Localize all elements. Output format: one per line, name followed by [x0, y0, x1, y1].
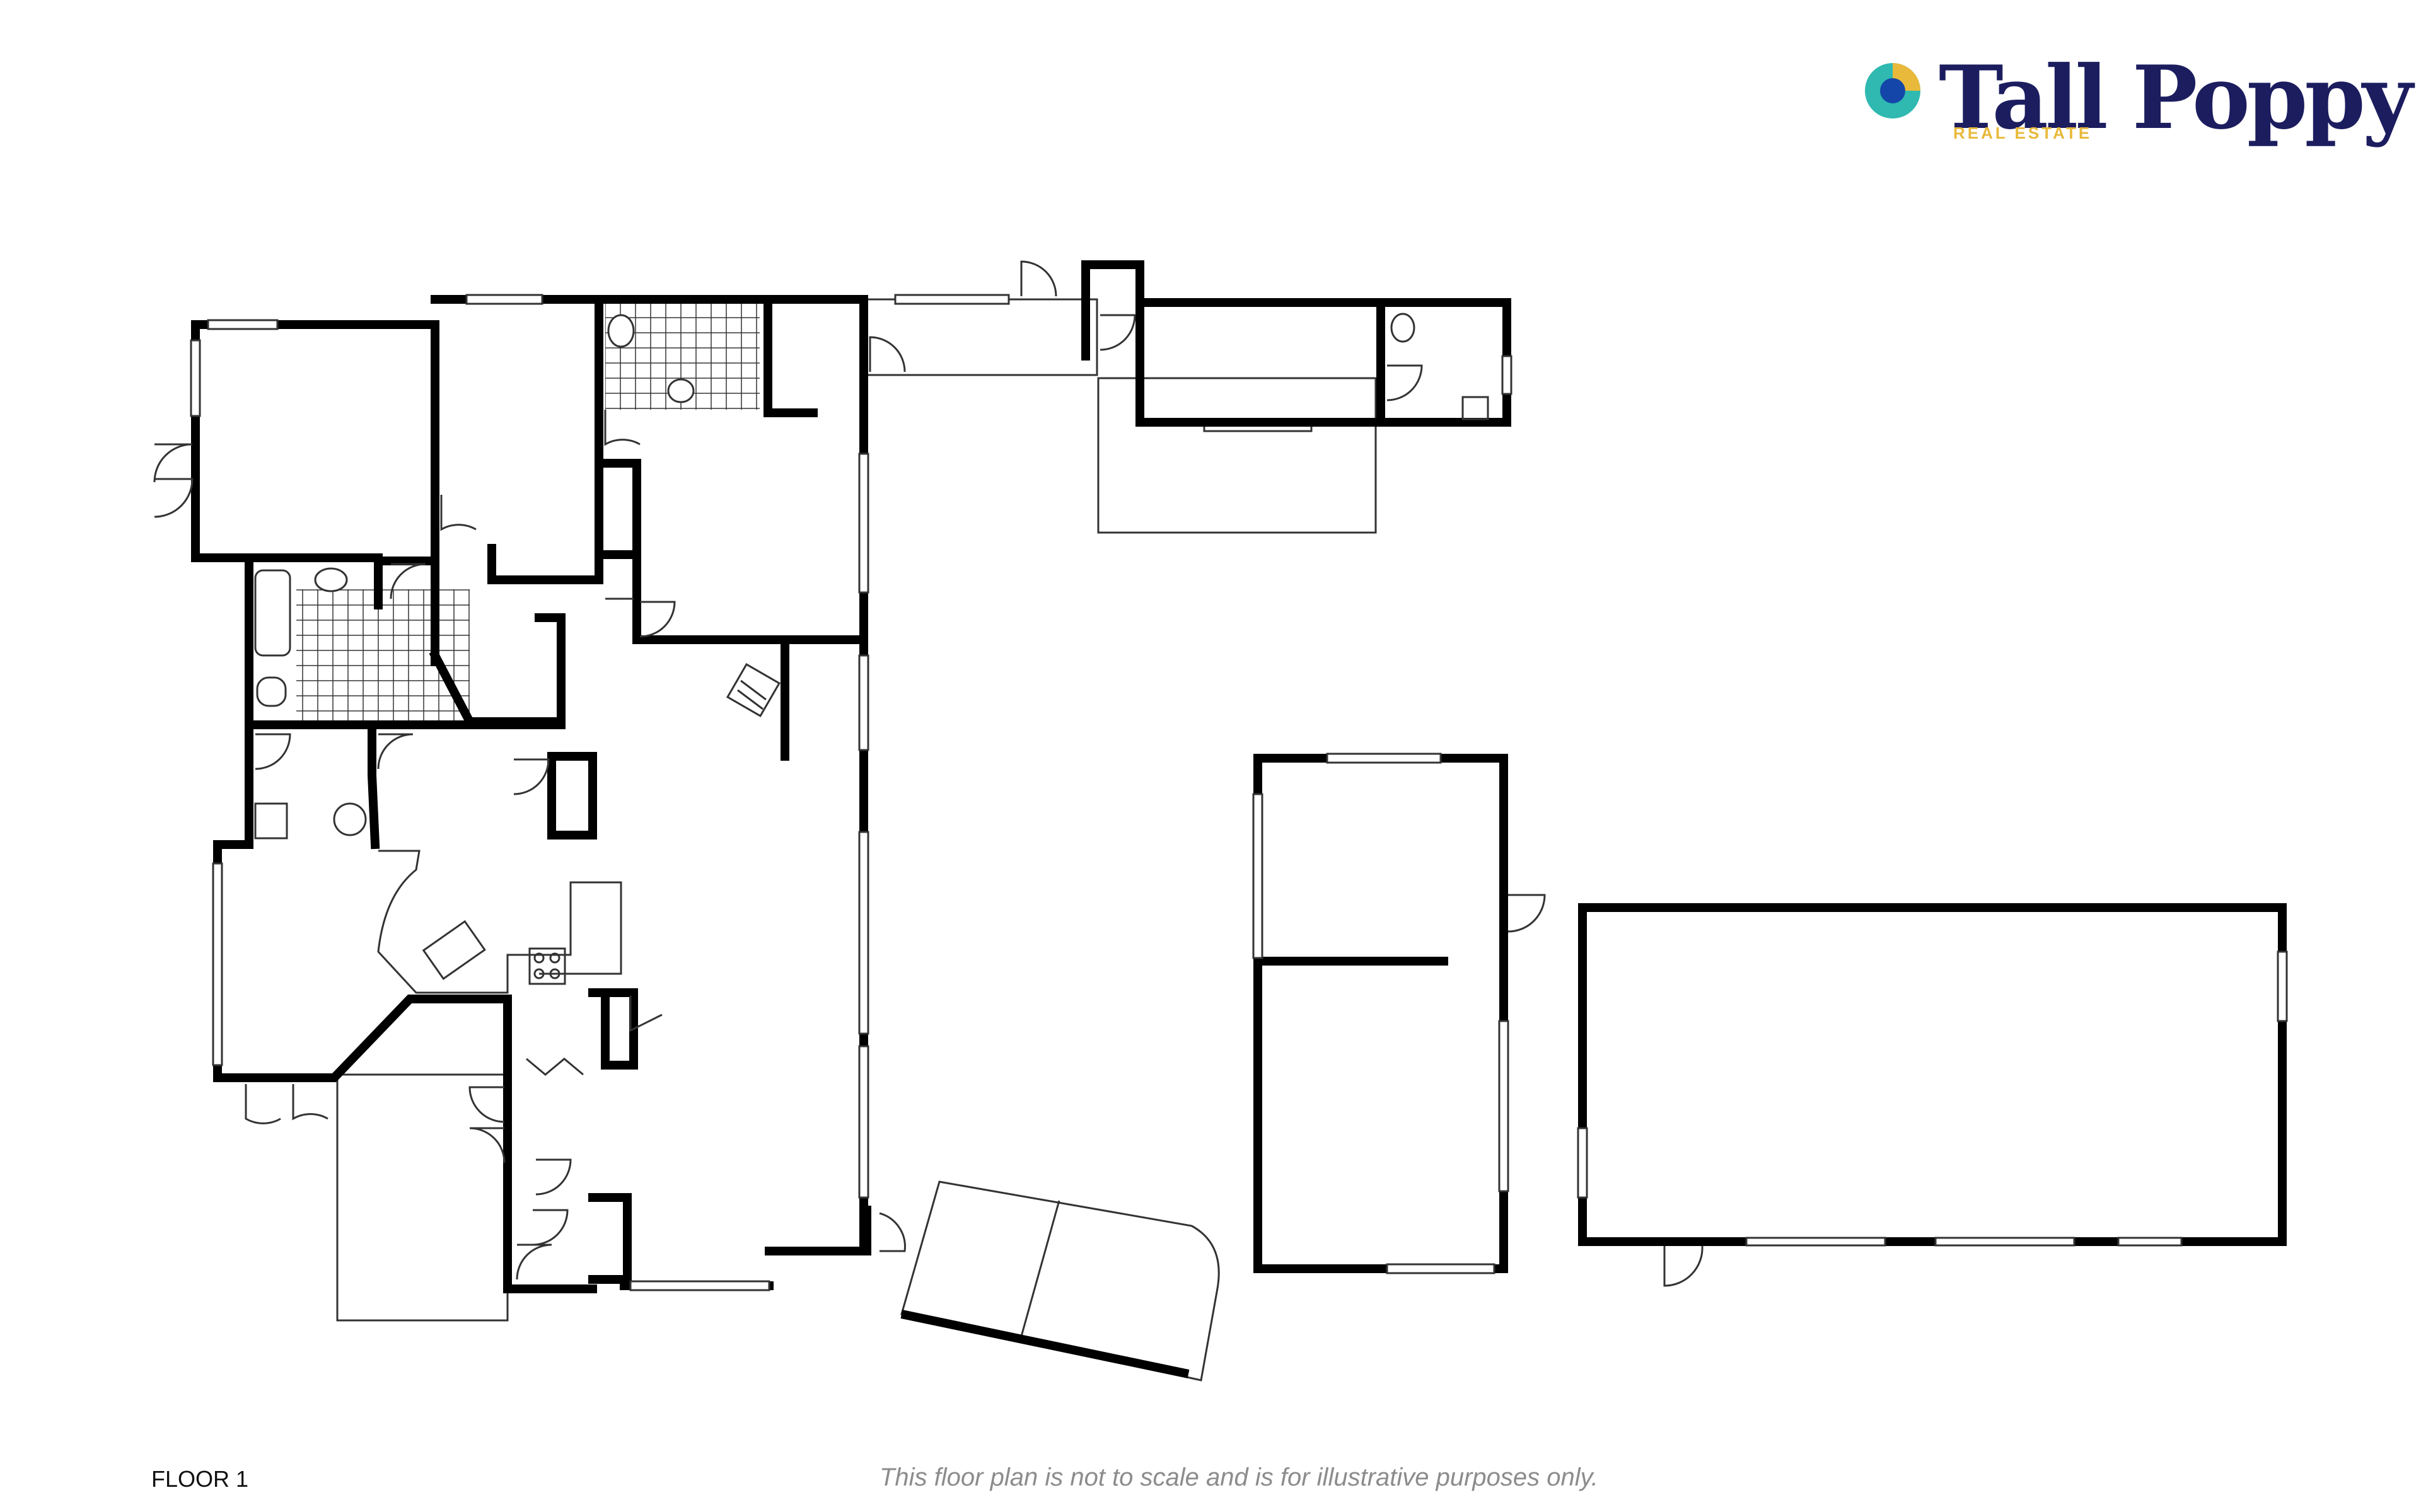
toilet-top-icon: [607, 314, 635, 348]
kitchen: [377, 662, 781, 994]
shed-walls: [1253, 754, 1508, 1273]
floor-label: FLOOR 1: [151, 1466, 249, 1492]
carport-wall: [900, 1310, 1190, 1378]
washer-icon: [333, 802, 367, 836]
studio-fixtures: [1100, 313, 1512, 420]
doors: [153, 260, 1057, 1280]
basin-icon: [314, 567, 348, 592]
deck-west: [336, 1073, 509, 1322]
fireplace-icon: [726, 662, 781, 718]
brand-logo: Tall Poppy REAL ESTATE: [1860, 44, 2413, 176]
studio-toilet-icon: [1390, 313, 1415, 343]
bathroom-fixtures: [254, 314, 695, 840]
sink-icon: [422, 920, 486, 980]
laundry-tub-icon: [254, 802, 288, 840]
garage-walls: [1578, 903, 2287, 1246]
carport-outline: [900, 1180, 1220, 1382]
corridor-north: [866, 298, 1098, 376]
main-house-walls: [191, 295, 871, 1293]
studio-walls: [1081, 260, 1511, 427]
ensuite-tiles: [296, 589, 470, 722]
brand-name: Tall Poppy: [1939, 46, 2413, 149]
outdoor-areas: [336, 298, 1377, 1382]
brand-tagline: REAL ESTATE: [1953, 124, 2093, 142]
basin-top-icon: [667, 378, 695, 403]
disclaimer-text: This floor plan is not to scale and is f…: [880, 1463, 1598, 1491]
windows: [190, 294, 1313, 1291]
shed-details: [1252, 753, 1546, 1274]
studio-basin-icon: [1461, 396, 1489, 420]
deck-north: [1097, 377, 1377, 534]
cooktop-icon: [528, 947, 566, 985]
toilet-icon: [256, 676, 287, 707]
bathtub-icon: [254, 569, 291, 657]
garage-details: [1577, 950, 2288, 1287]
poppy-logo-icon: [1865, 63, 1920, 118]
